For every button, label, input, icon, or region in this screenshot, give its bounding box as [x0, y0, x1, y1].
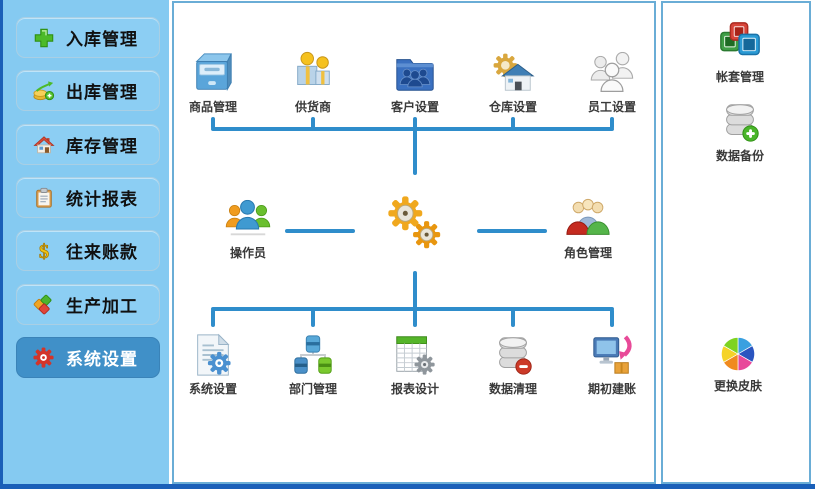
node-label: 部门管理: [288, 382, 337, 396]
color-blocks-icon: [32, 293, 55, 316]
coins-arrow-icon: [32, 79, 55, 102]
window-bottom-edge: [0, 484, 815, 489]
node-report-design[interactable]: 报表设计: [369, 332, 461, 397]
sidebar-item-label: 统计报表: [66, 190, 138, 209]
utility-panel: [661, 1, 811, 484]
sidebar-item-inbound[interactable]: 入库管理: [16, 17, 160, 58]
employees-icon: [589, 50, 635, 96]
connector: [511, 117, 515, 129]
sidebar-item-reports[interactable]: 统计报表: [16, 177, 160, 218]
green-plus-icon: [32, 26, 55, 49]
connector: [211, 127, 614, 131]
operators-people-icon: [225, 196, 271, 242]
node-system-gears[interactable]: [379, 192, 451, 254]
connector: [610, 309, 614, 327]
node-customer-settings[interactable]: 客户设置: [369, 50, 461, 115]
connector: [413, 309, 417, 327]
golden-gears-icon: [384, 192, 446, 254]
node-department-management[interactable]: 部门管理: [267, 332, 359, 397]
sidebar-item-production[interactable]: 生产加工: [16, 284, 160, 325]
sidebar-item-outbound[interactable]: 出库管理: [16, 70, 160, 111]
connector: [413, 271, 417, 309]
node-change-skin[interactable]: 更换皮肤: [692, 333, 784, 394]
connector: [285, 229, 355, 233]
node-label: 更换皮肤: [713, 379, 762, 393]
node-label: 数据清理: [488, 382, 537, 396]
sidebar-item-accounts[interactable]: $ 往来账款: [16, 230, 160, 271]
sidebar-item-label: 入库管理: [66, 30, 138, 49]
connector: [211, 117, 215, 129]
node-label: 系统设置: [188, 382, 237, 396]
node-suppliers[interactable]: 供货商: [267, 50, 359, 115]
card-file-icon: [190, 50, 236, 96]
report-grid-gear-icon: [392, 332, 438, 378]
node-label: 角色管理: [563, 246, 612, 260]
sidebar-item-label: 系统设置: [66, 350, 138, 369]
node-label: 数据备份: [715, 149, 764, 163]
node-label: 期初建账: [587, 382, 636, 396]
node-data-cleanup[interactable]: 数据清理: [467, 332, 559, 397]
node-warehouse-settings[interactable]: 仓库设置: [467, 50, 559, 115]
node-label: 仓库设置: [488, 100, 537, 114]
connector: [311, 117, 315, 129]
department-tree-icon: [290, 332, 336, 378]
node-label: 商品管理: [188, 100, 237, 114]
node-label: 供货商: [294, 100, 331, 114]
monitor-box-arrow-icon: [589, 332, 635, 378]
account-sets-squares-icon: [717, 20, 763, 66]
node-label: 操作员: [229, 246, 266, 260]
sidebar-item-system-settings[interactable]: 系统设置: [16, 337, 160, 378]
node-goods-management[interactable]: 商品管理: [167, 50, 259, 115]
node-label: 员工设置: [587, 100, 636, 114]
connector: [413, 127, 417, 175]
sidebar-item-inventory[interactable]: 库存管理: [16, 124, 160, 165]
node-operators[interactable]: 操作员: [202, 196, 294, 261]
document-gear-icon: [190, 332, 236, 378]
house-icon: [32, 133, 55, 156]
connector: [311, 309, 315, 327]
connector: [511, 309, 515, 327]
red-gear-icon: [32, 346, 55, 369]
sidebar-item-label: 生产加工: [66, 297, 138, 316]
node-data-backup[interactable]: 数据备份: [694, 99, 786, 164]
sidebar-item-label: 库存管理: [66, 137, 138, 156]
connector: [610, 117, 614, 129]
node-role-management[interactable]: 角色管理: [542, 196, 634, 261]
dollar-icon: $: [32, 239, 55, 262]
sidebar-item-label: 出库管理: [66, 83, 138, 102]
connector: [211, 307, 614, 311]
connector: [413, 117, 417, 129]
window-left-edge: [0, 0, 3, 489]
suppliers-icon: [290, 50, 336, 96]
node-label: 帐套管理: [715, 70, 764, 84]
node-system-settings[interactable]: 系统设置: [167, 332, 259, 397]
connector: [477, 229, 547, 233]
node-account-sets[interactable]: 帐套管理: [694, 20, 786, 85]
customers-folder-icon: [392, 50, 438, 96]
node-label: 客户设置: [390, 100, 439, 114]
database-plus-icon: [717, 99, 763, 145]
roles-people-icon: [565, 196, 611, 242]
node-initial-accounting[interactable]: 期初建账: [566, 332, 658, 397]
database-minus-icon: [490, 332, 536, 378]
sidebar: 入库管理 出库管理: [3, 0, 169, 484]
sidebar-item-label: 往来账款: [66, 243, 138, 262]
node-label: 报表设计: [390, 382, 439, 396]
svg-text:$: $: [38, 240, 48, 261]
node-employee-settings[interactable]: 员工设置: [566, 50, 658, 115]
clipboard-icon: [32, 186, 55, 209]
color-wheel-icon: [717, 333, 759, 375]
warehouse-gear-icon: [490, 50, 536, 96]
connector: [211, 309, 215, 327]
